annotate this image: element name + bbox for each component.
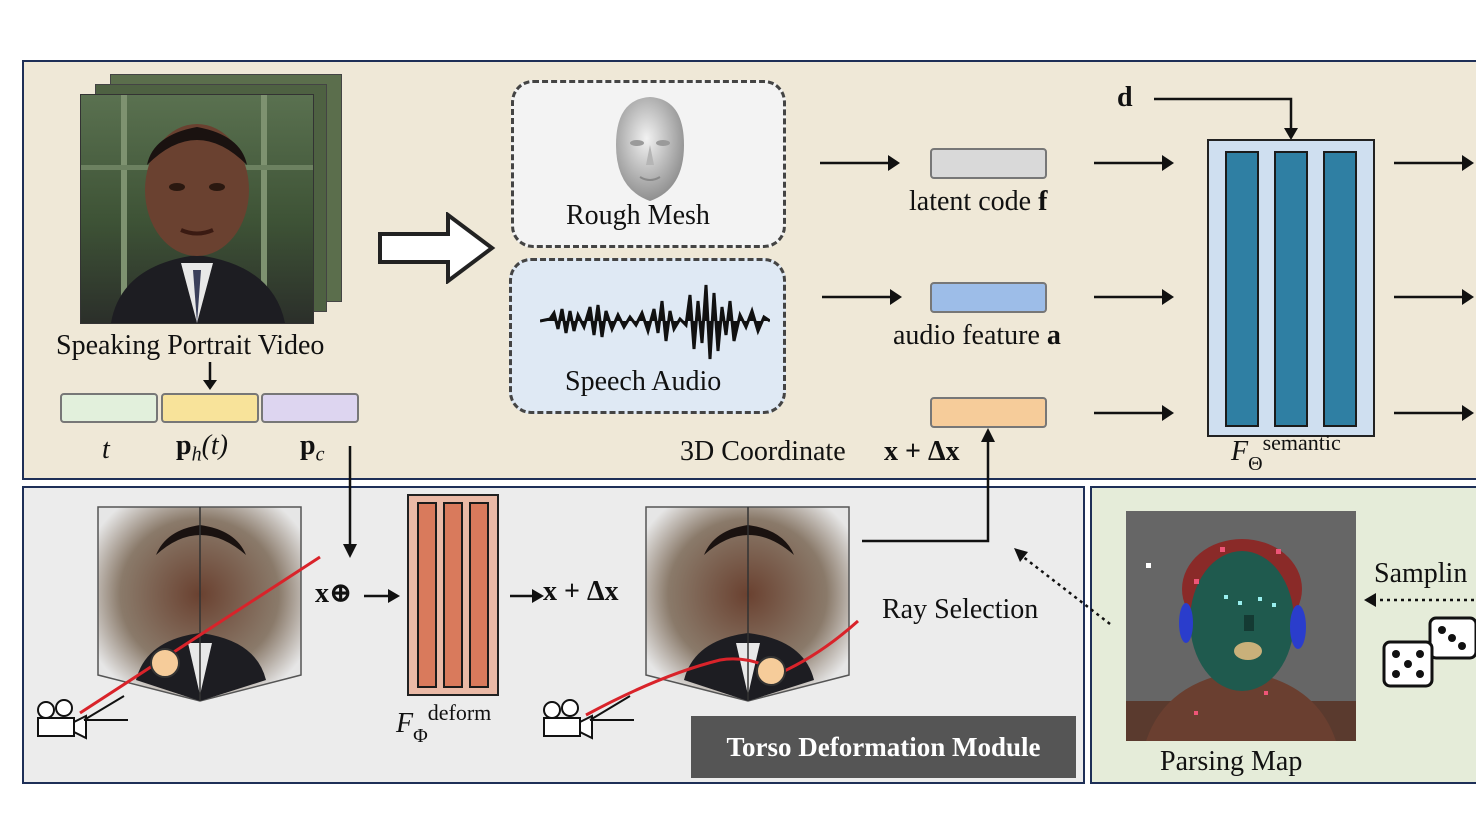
deform-network <box>407 494 499 696</box>
coord-expr: x + Δx <box>884 436 960 467</box>
cube-right <box>645 506 850 702</box>
coord-label: 3D Coordinate <box>680 436 846 467</box>
pose-ph-sub: h <box>191 443 202 466</box>
latent-code-text: latent code <box>909 186 1039 217</box>
x-result-label: x + Δx <box>543 576 619 607</box>
semantic-bar <box>1274 151 1308 427</box>
deform-net-sup: deform <box>427 700 492 725</box>
waveform-icon <box>540 284 770 360</box>
arrow-right-icon <box>364 589 400 603</box>
parsing-map <box>1126 511 1356 741</box>
latent-code-pill <box>930 148 1047 179</box>
pose-ph-pill <box>161 393 259 423</box>
sampling-label: Samplin <box>1374 558 1468 589</box>
video-label: Speaking Portrait Video <box>56 330 325 361</box>
audio-feature-text: audio feature <box>893 320 1047 351</box>
sample-point <box>756 656 786 686</box>
big-arrow-icon <box>378 212 496 284</box>
latent-code-label: latent code f <box>909 186 1047 218</box>
latent-code-sym: f <box>1038 186 1048 217</box>
camera-icon <box>37 695 128 740</box>
direction-arrow-icon <box>1154 97 1298 140</box>
semantic-net-sub: Θ <box>1248 453 1263 475</box>
ray-left <box>79 555 321 715</box>
pose-t-pill <box>60 393 158 423</box>
arrow-right-icon <box>1394 155 1474 171</box>
arrow-right-icon <box>1394 289 1474 305</box>
pose-pc-label: pc <box>300 430 324 467</box>
parsing-map-label: Parsing Map <box>1160 746 1303 777</box>
portrait-image <box>81 95 313 323</box>
deform-net-label: FΦdeform <box>396 700 491 747</box>
deform-net-base: F <box>396 708 414 739</box>
audio-feature-label: audio feature a <box>893 320 1061 352</box>
x-plus-label: x⊕ <box>315 578 353 609</box>
pose-pc-sym: p <box>300 430 316 461</box>
audio-feature-sym: a <box>1046 320 1061 351</box>
arrow-right-icon <box>822 289 902 305</box>
arrow-right-icon <box>510 589 544 603</box>
arrow-down-icon <box>203 362 217 390</box>
arrow-right-icon <box>820 155 900 171</box>
pose-t-label: t <box>102 434 110 465</box>
arrow-right-icon <box>1094 289 1174 305</box>
rough-mesh-label: Rough Mesh <box>566 200 710 231</box>
ray-right <box>585 619 860 717</box>
deform-bar <box>469 502 489 688</box>
semantic-net-sup: semantic <box>1262 430 1341 455</box>
semantic-net-base: F <box>1231 436 1249 467</box>
pose-pc-pill <box>261 393 359 423</box>
deform-net-sub: Φ <box>413 725 428 747</box>
pose-ph-arg: (t) <box>201 430 229 461</box>
speech-audio-label: Speech Audio <box>565 366 722 397</box>
speech-audio-box <box>509 258 786 414</box>
dotted-arrow-icon <box>1364 593 1474 607</box>
video-frame-front <box>80 94 314 324</box>
semantic-net-label: FΘsemantic <box>1231 430 1341 475</box>
pose-ph-label: ph(t) <box>176 430 228 467</box>
direction-label: d <box>1117 82 1133 113</box>
parsing-map-image <box>1126 539 1356 741</box>
pose-ph-sym: p <box>176 430 192 461</box>
audio-feature-pill <box>930 282 1047 313</box>
arrow-right-icon <box>1094 405 1174 421</box>
elbow-arrow-icon <box>862 428 995 543</box>
dotted-arrow-icon <box>1014 548 1111 625</box>
dice-icon <box>1382 616 1476 688</box>
mesh-head-icon <box>616 97 684 201</box>
semantic-bar <box>1323 151 1357 427</box>
arrow-right-icon <box>1394 405 1474 421</box>
deform-bar <box>417 502 437 688</box>
semantic-bar <box>1225 151 1259 427</box>
rough-mesh-box <box>511 80 786 248</box>
arrow-down-icon <box>343 446 357 558</box>
sample-point <box>150 648 180 678</box>
ray-selection-label: Ray Selection <box>882 594 1039 625</box>
camera-icon <box>543 695 634 740</box>
semantic-network <box>1207 139 1375 437</box>
deform-bar <box>443 502 463 688</box>
module-label: Torso Deformation Module <box>691 716 1076 778</box>
pose-pc-sub: c <box>315 443 325 466</box>
coord-pill <box>930 397 1047 428</box>
arrow-right-icon <box>1094 155 1174 171</box>
